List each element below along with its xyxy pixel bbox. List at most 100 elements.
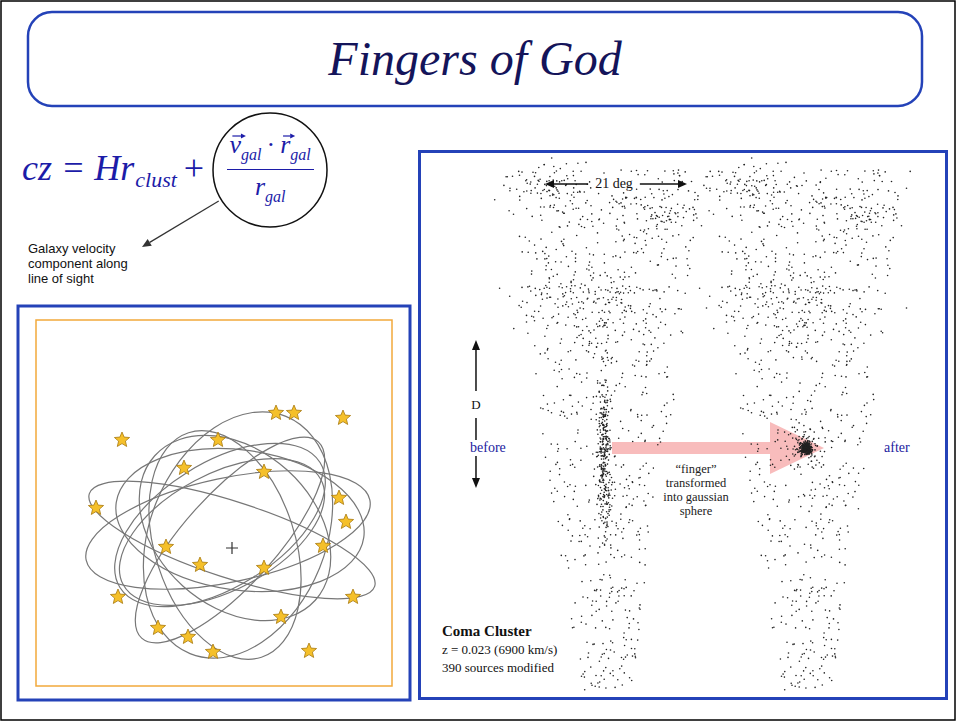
galaxy-dot — [663, 343, 665, 345]
galaxy-dot — [766, 256, 768, 258]
galaxy-dot — [742, 408, 744, 410]
galaxy-dot — [604, 379, 606, 381]
galaxy-dot — [591, 221, 593, 223]
galaxy-dot — [824, 386, 826, 388]
galaxy-dot — [750, 297, 752, 299]
galaxy-dot — [609, 597, 611, 599]
galaxy-dot — [697, 195, 699, 197]
galaxy-dot — [810, 489, 812, 491]
galaxy-dot — [605, 445, 607, 447]
galaxy-dot — [607, 386, 609, 388]
galaxy-dot — [574, 314, 576, 316]
galaxy-dot — [629, 475, 631, 477]
galaxy-dot — [603, 479, 605, 481]
galaxy-dot — [602, 424, 604, 426]
galaxy-dot — [604, 420, 606, 422]
galaxy-dot — [600, 431, 602, 433]
galaxy-dot — [777, 432, 779, 434]
cluster-center — [226, 542, 238, 554]
galaxy-dot — [842, 392, 844, 394]
galaxy-dot — [596, 346, 598, 348]
galaxy-dot — [624, 310, 626, 312]
galaxy-dot — [629, 519, 631, 521]
galaxy-dot — [622, 496, 624, 498]
galaxy-dot — [634, 648, 636, 650]
galaxy-dot — [575, 485, 577, 487]
galaxy-dot — [643, 252, 645, 254]
galaxy-dot — [620, 202, 622, 204]
star — [315, 538, 330, 552]
galaxy-dot — [580, 171, 582, 173]
galaxy-dot — [689, 208, 691, 210]
galaxy-dot — [651, 237, 653, 239]
galaxy-dot — [872, 273, 874, 275]
galaxy-dot — [785, 564, 787, 566]
galaxy-dot — [569, 484, 571, 486]
galaxy-dot — [774, 377, 776, 379]
galaxy-dot — [608, 438, 610, 440]
galaxy-dot — [611, 357, 613, 359]
galaxy-dot — [603, 492, 605, 494]
galaxy-dot — [589, 545, 591, 547]
star — [176, 460, 191, 474]
galaxy-dot — [601, 503, 603, 505]
galaxy-dot — [614, 482, 616, 484]
galaxy-dot — [531, 315, 533, 317]
galaxy-dot — [792, 453, 794, 455]
galaxy-dot — [530, 190, 532, 192]
galaxy-dot — [756, 180, 758, 182]
galaxy-dot — [604, 521, 606, 523]
galaxy-dot — [573, 192, 575, 194]
galaxy-dot — [774, 285, 776, 287]
galaxy-dot — [726, 183, 728, 185]
galaxy-dot — [661, 311, 663, 313]
galaxy-dot — [644, 209, 646, 211]
galaxy-dot — [773, 175, 775, 177]
galaxy-dot — [821, 556, 823, 558]
galaxy-dot — [682, 207, 684, 209]
galaxy-dot — [603, 470, 605, 472]
galaxy-dot — [762, 243, 764, 245]
galaxy-dot — [537, 183, 539, 185]
galaxy-dot — [597, 443, 599, 445]
galaxy-dot — [609, 447, 611, 449]
galaxy-dot — [621, 377, 623, 379]
galaxy-dot — [598, 485, 600, 487]
galaxy-dot — [567, 193, 569, 195]
galaxy-dot — [646, 364, 648, 366]
galaxy-dot — [796, 185, 798, 187]
galaxy-dot — [621, 657, 623, 659]
galaxy-dot — [845, 505, 847, 507]
galaxy-dot — [821, 657, 823, 659]
galaxy-dot — [822, 215, 824, 217]
galaxy-dot — [597, 382, 599, 384]
galaxy-dot — [574, 602, 576, 604]
galaxy-dot — [737, 180, 739, 182]
galaxy-dot — [602, 434, 604, 436]
galaxy-dot — [581, 226, 583, 228]
galaxy-dot — [771, 194, 773, 196]
galaxy-dot — [605, 450, 607, 452]
galaxy-dot — [596, 323, 598, 325]
galaxy-dot — [805, 304, 807, 306]
galaxy-dot — [631, 339, 633, 341]
galaxy-dot — [586, 298, 588, 300]
galaxy-dot — [573, 187, 575, 189]
galaxy-dot — [786, 247, 788, 249]
galaxy-dot — [521, 287, 523, 289]
galaxy-dot — [873, 170, 875, 172]
galaxy-dot — [706, 187, 708, 189]
galaxy-dot — [602, 479, 604, 481]
galaxy-dot — [545, 269, 547, 271]
galaxy-dot — [709, 171, 711, 173]
galaxy-dot — [624, 672, 626, 674]
galaxy-dot — [637, 622, 639, 624]
galaxy-dot — [573, 627, 575, 629]
galaxy-dot — [601, 358, 603, 360]
galaxy-dot — [562, 525, 564, 527]
galaxy-dot — [601, 412, 603, 414]
galaxy-dot — [791, 342, 793, 344]
galaxy-dot — [602, 396, 604, 398]
galaxy-dot — [664, 170, 666, 172]
galaxy-dot — [628, 627, 630, 629]
